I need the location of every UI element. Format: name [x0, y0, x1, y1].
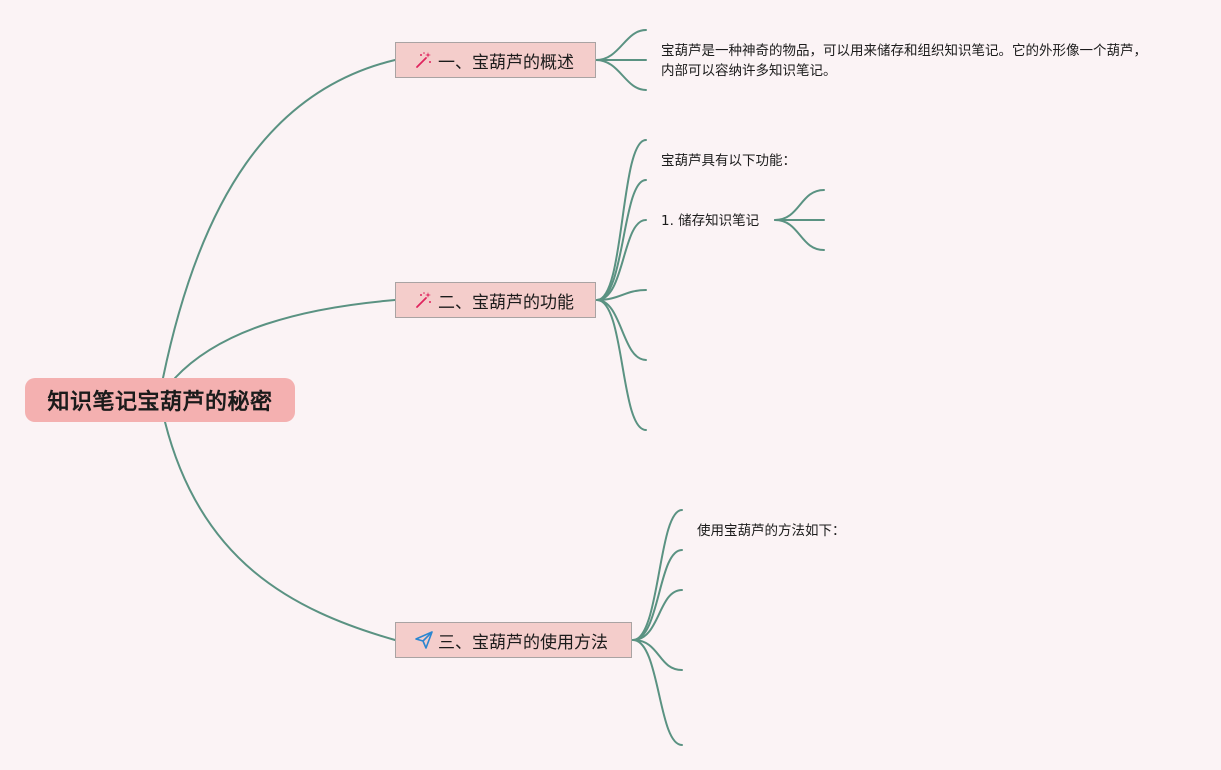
branch-usage-label: 三、宝葫芦的使用方法 — [438, 632, 608, 653]
connector-b2-leaf — [596, 139, 647, 301]
connector-root-branch3 — [164, 421, 396, 641]
connector-b2-leaf — [596, 299, 647, 361]
branch-functions[interactable]: 二、宝葫芦的功能 — [395, 282, 596, 318]
connector-b1-leaf — [595, 29, 647, 61]
note-usage-intro[interactable]: 使用宝葫芦的方法如下： — [697, 523, 846, 539]
connector-b3-leaf — [632, 639, 683, 746]
connector-b1-leaf — [595, 59, 647, 91]
connector-b3-leaf — [632, 639, 683, 671]
connector-b2-leaf — [596, 289, 647, 301]
branch-usage[interactable]: 三、宝葫芦的使用方法 — [395, 622, 632, 658]
connector-b3-leaf — [632, 549, 683, 641]
root-topic[interactable]: 知识笔记宝葫芦的秘密 — [25, 378, 295, 422]
magic-wand-icon — [414, 290, 434, 310]
connector-b2-leaf — [596, 299, 647, 431]
connector-b2-leaf — [596, 219, 647, 301]
connector-root-branch1 — [162, 59, 396, 379]
connector-b2-leaf — [596, 179, 647, 301]
connector-b3-leaf — [632, 509, 683, 641]
branch-functions-label: 二、宝葫芦的功能 — [438, 292, 574, 313]
root-topic-label: 知识笔记宝葫芦的秘密 — [47, 390, 273, 415]
connector-f1-leaf — [774, 219, 825, 251]
note-function-1[interactable]: 1. 储存知识笔记 — [661, 213, 760, 229]
branch-overview[interactable]: 一、宝葫芦的概述 — [395, 42, 596, 78]
connector-root-branch2 — [174, 299, 396, 379]
connector-f1-leaf — [774, 189, 825, 221]
note-overview[interactable]: 宝葫芦是一种神奇的物品，可以用来储存和组织知识笔记。它的外形像一个葫芦，内部可以… — [661, 43, 1147, 79]
branch-overview-label: 一、宝葫芦的概述 — [438, 52, 574, 73]
magic-wand-icon — [414, 50, 434, 70]
note-functions-intro[interactable]: 宝葫芦具有以下功能： — [661, 153, 796, 169]
paper-plane-icon — [414, 630, 434, 650]
connector-b3-leaf — [632, 589, 683, 641]
